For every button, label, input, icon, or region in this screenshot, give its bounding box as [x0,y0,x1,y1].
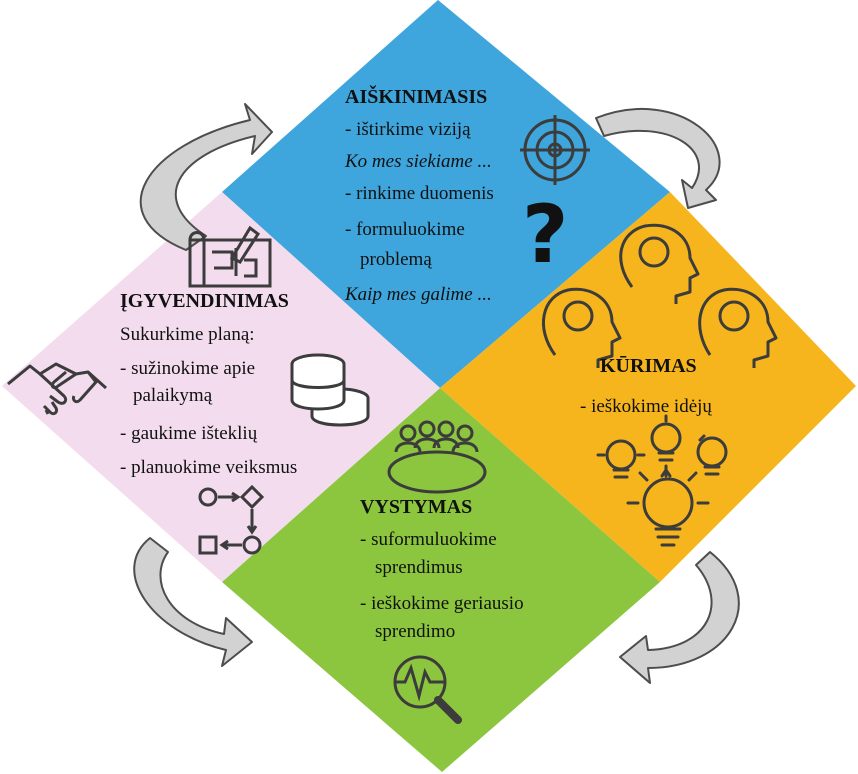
vystymas-line: sprendimus [375,557,463,578]
kurimas-quadrant [440,192,856,582]
aiskinimasis-line: - rinkime duomenis [345,183,494,204]
igyvendinimas-line: Sukurkime planą: [120,324,255,345]
igyvendinimas-line: - gaukime išteklių [120,423,258,444]
lightbulb-icon [596,414,728,547]
igyvendinimas-quadrant [2,192,440,582]
brain-head-icon [541,223,778,368]
aiskinimasis-line: Ko mes siekiame ... [345,151,492,172]
flowchart-icon [198,484,265,555]
vystymas-line: - suformuluokime [360,529,497,550]
kurimas-title: KŪRIMAS [600,355,697,377]
cycle-arrow-bottom-left [133,537,253,667]
kurimas-line: - ieškokime idėjų [580,396,712,417]
igyvendinimas-line: - sužinokime apie [120,358,256,379]
cycle-arrow-bottom-right [619,551,740,684]
handshake-icon [7,362,107,416]
coins-icon [290,353,370,427]
aiskinimasis-line: - ištirkime viziją [345,119,471,140]
team-meeting-icon [387,420,487,494]
vystymas-title: VYSTYMAS [360,496,473,518]
aiskinimasis-title: AIŠKINIMASIS [345,86,488,108]
cycle-arrow-top-left [139,103,273,251]
vystymas-line: sprendimo [375,621,456,642]
target-icon [520,115,590,185]
igyvendinimas-line: palaikymą [133,385,213,406]
igyvendinimas-line: - planuokime veiksmus [120,457,298,478]
aiskinimasis-quadrant [222,0,670,388]
aiskinimasis-line: Kaip mes galime ... [345,284,492,305]
blueprint-icon [188,225,272,288]
igyvendinimas-title: ĮGYVENDINIMAS [120,290,289,312]
aiskinimasis-line: - formuluokime [345,219,465,240]
vystymas-line: - ieškokime geriausio [360,593,524,614]
question-mark-icon: ? [522,188,568,281]
analysis-magnifier-icon [393,655,462,724]
cycle-arrow-top-right [595,107,721,209]
aiskinimasis-line: problemą [360,249,432,270]
vystymas-quadrant [222,388,660,772]
